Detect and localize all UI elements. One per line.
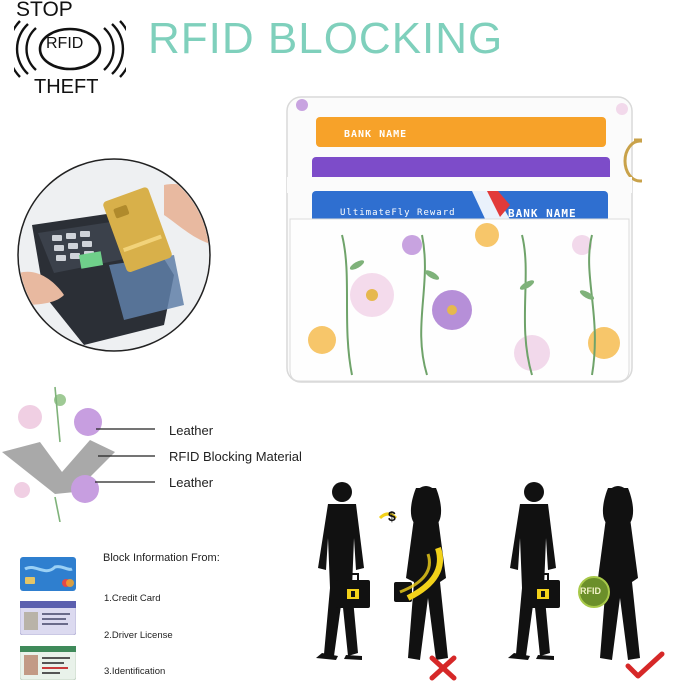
reject-x-icon bbox=[429, 655, 457, 681]
card-terminal-photo bbox=[17, 158, 211, 352]
block-info-item-driver-license: 2.Driver License bbox=[104, 630, 173, 641]
badge-bottom-text: THEFT bbox=[34, 76, 99, 98]
layer-label-blocking-material: RFID Blocking Material bbox=[169, 449, 302, 464]
block-info-item-identification: 3.Identification bbox=[104, 666, 166, 677]
card1-bank-name: BANK NAME bbox=[344, 129, 408, 140]
blue-bank-card bbox=[312, 191, 608, 223]
stop-rfid-theft-badge: STOP RFID THEFT bbox=[0, 0, 140, 105]
badge-mid-text: RFID bbox=[46, 35, 84, 52]
orange-bank-card bbox=[316, 117, 606, 147]
badge-top-text: STOP bbox=[16, 0, 73, 21]
card3-reward-name: UltimateFly Reward bbox=[340, 208, 456, 218]
skimming-unprotected-scene bbox=[316, 482, 457, 681]
rfid-shield-label: RFID bbox=[580, 586, 601, 596]
floral-card-wallet bbox=[286, 96, 642, 383]
layer-diagram bbox=[2, 386, 155, 522]
card3-bank-name: BANK NAME bbox=[508, 207, 577, 220]
rfid-shield-icon bbox=[578, 576, 610, 608]
approve-check-icon bbox=[625, 651, 665, 679]
layer-label-outer-leather: Leather bbox=[169, 423, 214, 438]
rfid-waves-icon bbox=[14, 20, 126, 78]
credit-card-thumbnail bbox=[20, 557, 76, 591]
dollar-sign: $ bbox=[388, 508, 396, 524]
rfid-protected-scene bbox=[508, 482, 665, 679]
page-title: RFID BLOCKING bbox=[148, 14, 504, 63]
driver-license-thumbnail bbox=[20, 601, 76, 635]
block-info-item-credit-card: 1.Credit Card bbox=[104, 593, 161, 604]
block-info-heading: Block Information From: bbox=[103, 552, 220, 564]
layer-label-inner-leather: Leather bbox=[169, 475, 214, 490]
identification-thumbnail bbox=[20, 646, 76, 680]
